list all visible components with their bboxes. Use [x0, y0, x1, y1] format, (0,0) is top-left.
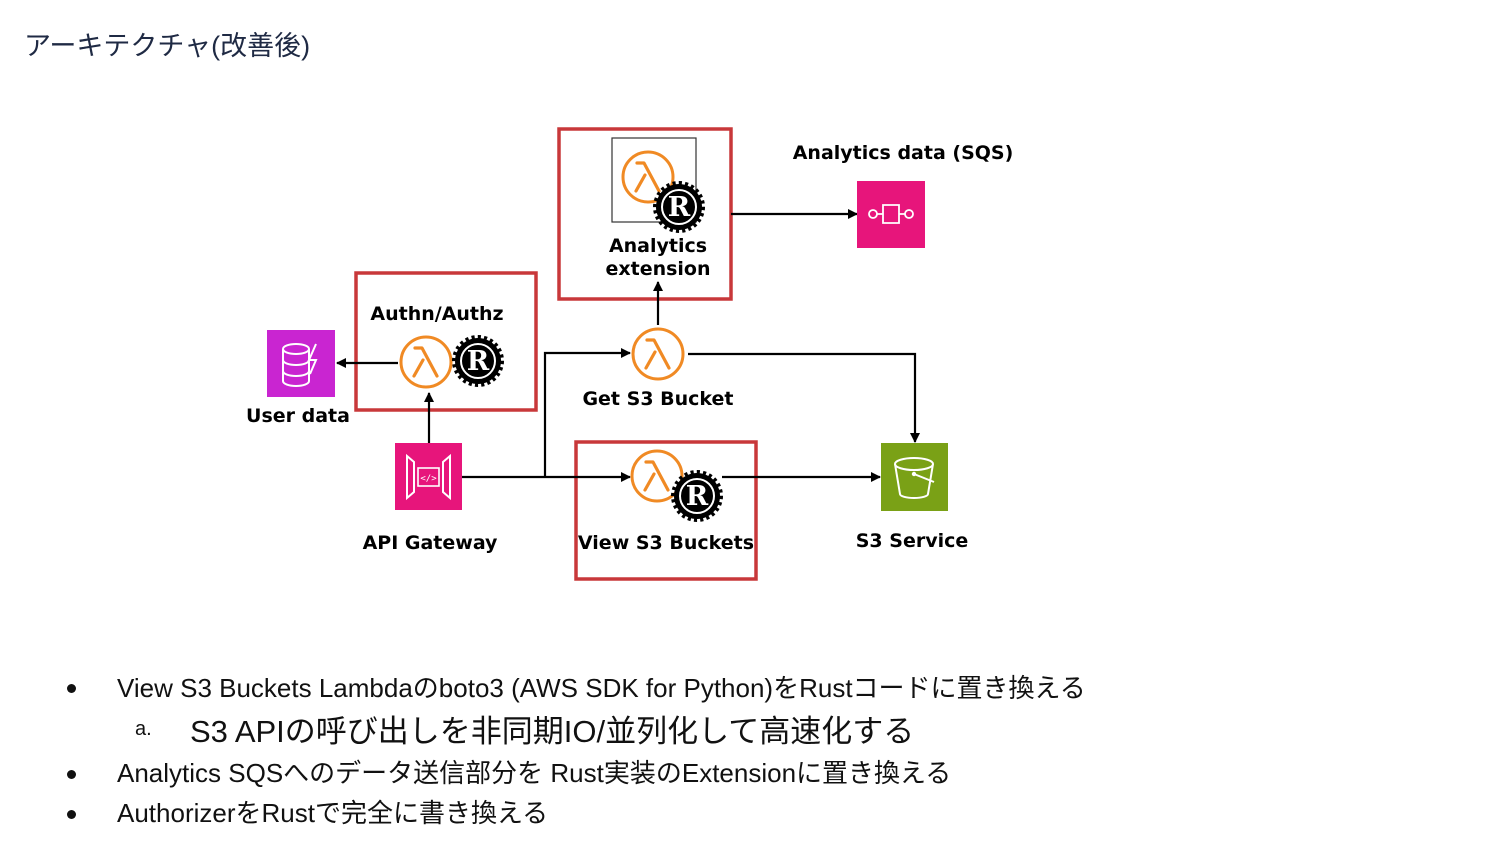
label-user-data: User data [246, 405, 350, 427]
lambda-icon [399, 335, 453, 389]
dynamodb-icon [267, 330, 335, 397]
rust-icon [455, 338, 501, 384]
label-authn: Authn/Authz [370, 303, 503, 325]
bullet-dot [67, 684, 76, 693]
arrow-gateway-to-get [543, 348, 631, 477]
label-view-s3-buckets: View S3 Buckets [578, 532, 754, 554]
arrow-get-to-s3 [688, 352, 920, 443]
rust-icon [656, 184, 702, 230]
label-api-gateway: API Gateway [363, 532, 498, 554]
rust-icon [674, 473, 720, 519]
sqs-icon [857, 181, 925, 248]
label-get-s3-bucket: Get S3 Bucket [582, 388, 733, 410]
bullet-dot [67, 770, 76, 779]
slide-title: アーキテクチャ(改善後) [24, 31, 311, 61]
label-analytics-extension-1: Analytics [609, 235, 707, 257]
highlight-box-authn [354, 271, 538, 412]
label-analytics-data: Analytics data (SQS) [793, 142, 1014, 164]
s3-bucket-icon [881, 443, 948, 511]
highlight-box-view-s3 [574, 440, 758, 581]
bullet-item: View S3 Buckets Lambdaのboto3 (AWS SDK fo… [117, 673, 1086, 703]
label-analytics-extension-2: extension [605, 258, 710, 280]
sub-bullet-item: S3 APIの呼び出しを非同期IO/並列化して高速化する [190, 714, 915, 749]
bullet-item: AuthorizerをRustで完全に書き換える [117, 798, 549, 828]
sub-bullet-marker: a. [135, 718, 152, 740]
api-gateway-icon: </> [395, 443, 462, 510]
bullet-dot [67, 810, 76, 819]
label-s3-service: S3 Service [856, 530, 969, 552]
lambda-icon [631, 327, 685, 381]
bullet-item: Analytics SQSへのデータ送信部分を Rust実装のExtension… [117, 758, 952, 788]
svg-text:</>: </> [420, 474, 437, 484]
